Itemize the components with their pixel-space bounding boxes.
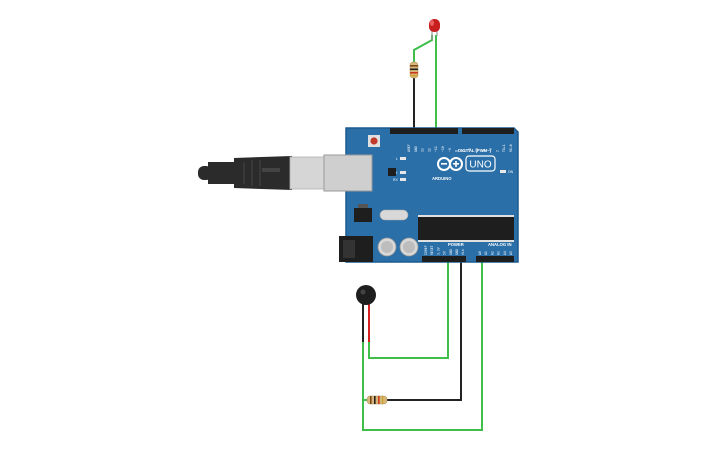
piezo-buzzer[interactable]: [356, 285, 376, 342]
pin-label: ~11: [434, 146, 438, 152]
pin-label: A5: [509, 251, 513, 255]
pin-label: A1: [484, 251, 488, 255]
pin-label: GND: [449, 249, 453, 255]
usb-cable[interactable]: [198, 156, 325, 190]
pin-label: GND: [414, 146, 418, 152]
pin-label: 7: [461, 150, 465, 152]
pin-label: ~3: [489, 148, 493, 152]
power-header: [422, 256, 466, 262]
pin-label: RX◂0: [509, 144, 513, 152]
board-name: UNO: [469, 160, 491, 171]
pin-label: 12: [427, 148, 431, 152]
label-on: ON: [508, 170, 514, 174]
wire-5v-to-buzzer[interactable]: [368, 262, 449, 359]
pin-label: A4: [503, 251, 507, 255]
label-rx: RX: [393, 178, 398, 182]
led-resistor[interactable]: [409, 61, 419, 79]
led-l: [400, 157, 406, 160]
digital-header-right: [462, 128, 514, 134]
pin-label: RESET: [430, 245, 434, 255]
pin-label: 2: [495, 150, 499, 152]
voltage-regulator: [354, 208, 372, 222]
pin-label: ~10: [441, 146, 445, 152]
pin-label: 13: [421, 148, 425, 152]
pin-label: ~9: [448, 148, 452, 152]
pin-label: AREF: [407, 144, 411, 152]
pin-label: ~5: [475, 148, 479, 152]
microcontroller: [418, 215, 514, 242]
crystal: [379, 209, 409, 221]
led-on: [500, 170, 506, 173]
wire-led-cathode[interactable]: [413, 35, 433, 62]
small-chip: [388, 168, 396, 176]
buzzer-body: [356, 285, 376, 305]
board-brand: ARDUINO: [432, 176, 452, 181]
label-l: L: [396, 157, 398, 161]
led-highlight: [430, 20, 434, 26]
pin-label: Vin: [461, 249, 465, 255]
usb-b-port: [323, 154, 373, 192]
pin-label: A3: [497, 251, 501, 255]
reset-button-cap: [370, 137, 378, 145]
analog-header: [476, 256, 514, 262]
pulldown-resistor[interactable]: [366, 395, 388, 405]
wire-a0-loop[interactable]: [362, 262, 483, 431]
pin-label: A2: [490, 251, 494, 255]
led-tx: [400, 171, 406, 174]
usb-plug: [289, 156, 325, 190]
pin-label: IOREF: [424, 245, 428, 255]
wires: [362, 35, 483, 431]
pin-label: 4: [482, 150, 486, 152]
pin-label: GND: [455, 249, 459, 255]
pin-label: 8: [455, 150, 459, 152]
pin-label: A0: [478, 251, 482, 255]
analog-header-label: ANALOG IN: [488, 242, 512, 247]
led[interactable]: [429, 19, 440, 40]
digital-header-left: [390, 128, 458, 134]
pin-label: TX▸1: [502, 144, 506, 152]
wire-gnd-to-resistor[interactable]: [387, 262, 462, 401]
arduino-logo: [437, 157, 463, 171]
led-rx: [400, 178, 406, 181]
pin-label: 5V: [443, 251, 447, 255]
digital-header-label: DIGITAL (PWM~): [458, 148, 492, 153]
pin-label: ~6: [468, 148, 472, 152]
uno-badge: [465, 155, 496, 172]
pin-label: 3.3V: [436, 247, 440, 255]
power-header-label: POWER: [448, 242, 464, 247]
